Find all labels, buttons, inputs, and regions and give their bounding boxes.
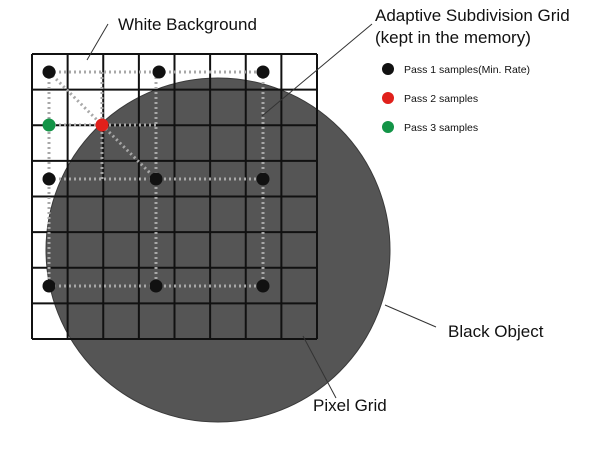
pass1-sample-dot bbox=[256, 279, 270, 293]
pixel-grid bbox=[31, 53, 318, 340]
pass1-sample-dot bbox=[42, 172, 56, 186]
pass1-sample-dot bbox=[256, 65, 270, 79]
leader-line-white-background bbox=[86, 23, 109, 61]
pass1-sample-dot bbox=[152, 65, 166, 79]
legend-dot-pass2 bbox=[382, 92, 394, 104]
pass1-sample-dot bbox=[42, 279, 56, 293]
pass1-sample-dot bbox=[256, 172, 270, 186]
label-pixel-grid: Pixel Grid bbox=[313, 396, 387, 415]
pass1-samples bbox=[42, 65, 270, 293]
label-black-object: Black Object bbox=[448, 322, 544, 341]
leader-lines bbox=[86, 23, 437, 399]
label-adaptive-grid-line1: Adaptive Subdivision Grid bbox=[375, 6, 570, 25]
black-object-circle bbox=[45, 77, 391, 423]
label-adaptive-grid-line2: (kept in the memory) bbox=[375, 28, 531, 47]
legend-label-pass2: Pass 2 samples bbox=[404, 93, 478, 105]
leader-line-adaptive-grid bbox=[261, 23, 373, 117]
leader-line-pixel-grid bbox=[302, 335, 337, 399]
legend: Pass 1 samples(Min. Rate) Pass 2 samples… bbox=[382, 63, 530, 134]
pass3-sample-dot bbox=[42, 118, 56, 132]
label-white-background: White Background bbox=[118, 15, 257, 34]
pass2-sample-dot bbox=[95, 118, 109, 132]
pass1-sample-dot bbox=[149, 279, 163, 293]
legend-dot-pass3 bbox=[382, 121, 394, 133]
legend-label-pass1: Pass 1 samples(Min. Rate) bbox=[404, 64, 530, 76]
legend-dot-pass1 bbox=[382, 63, 394, 75]
pass1-sample-dot bbox=[42, 65, 56, 79]
leader-line-black-object bbox=[384, 304, 437, 328]
legend-label-pass3: Pass 3 samples bbox=[404, 122, 478, 134]
pass1-sample-dot bbox=[149, 172, 163, 186]
